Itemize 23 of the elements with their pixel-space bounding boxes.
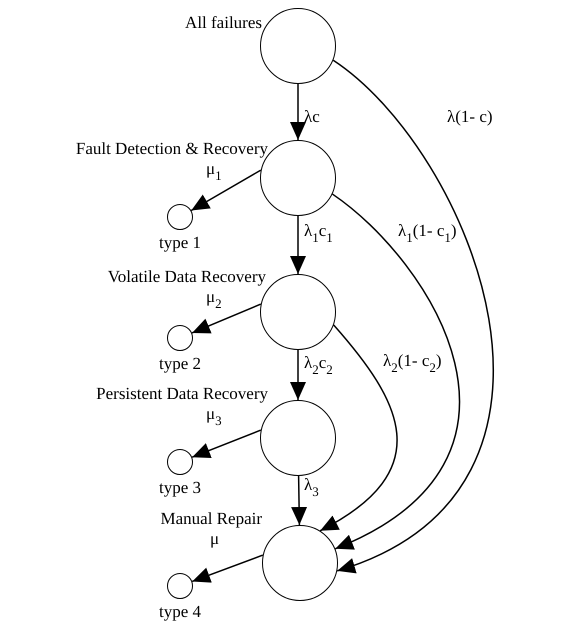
edge-label: λc [304, 108, 320, 125]
state-label: Manual Repair [160, 510, 262, 526]
transition-arrow [192, 303, 262, 334]
state-label: type 2 [158, 354, 202, 372]
state-label: Persistent Data Recovery [96, 384, 268, 402]
state-label: Fault Detection & Recovery [76, 140, 268, 156]
transition-arrow [192, 554, 264, 583]
transition-arrow [320, 324, 398, 532]
transition-arrow [192, 429, 262, 458]
state-label: type 3 [158, 478, 202, 496]
transition-arrow [332, 60, 494, 572]
edge-label: μ [210, 530, 220, 547]
edge-label: λ(1- c) [447, 108, 493, 125]
transition-arrow [332, 193, 460, 550]
transition-arrow [291, 476, 308, 526]
state-label: Volatile Data Recovery [108, 268, 266, 284]
transition-arrow [190, 169, 262, 212]
transition-arrow [290, 350, 306, 400]
transition-arrow [290, 84, 306, 140]
transition-arrow [290, 216, 306, 274]
state-label: All failures [185, 14, 262, 30]
state-label: type 4 [158, 602, 202, 620]
state-label: type 1 [158, 234, 202, 250]
